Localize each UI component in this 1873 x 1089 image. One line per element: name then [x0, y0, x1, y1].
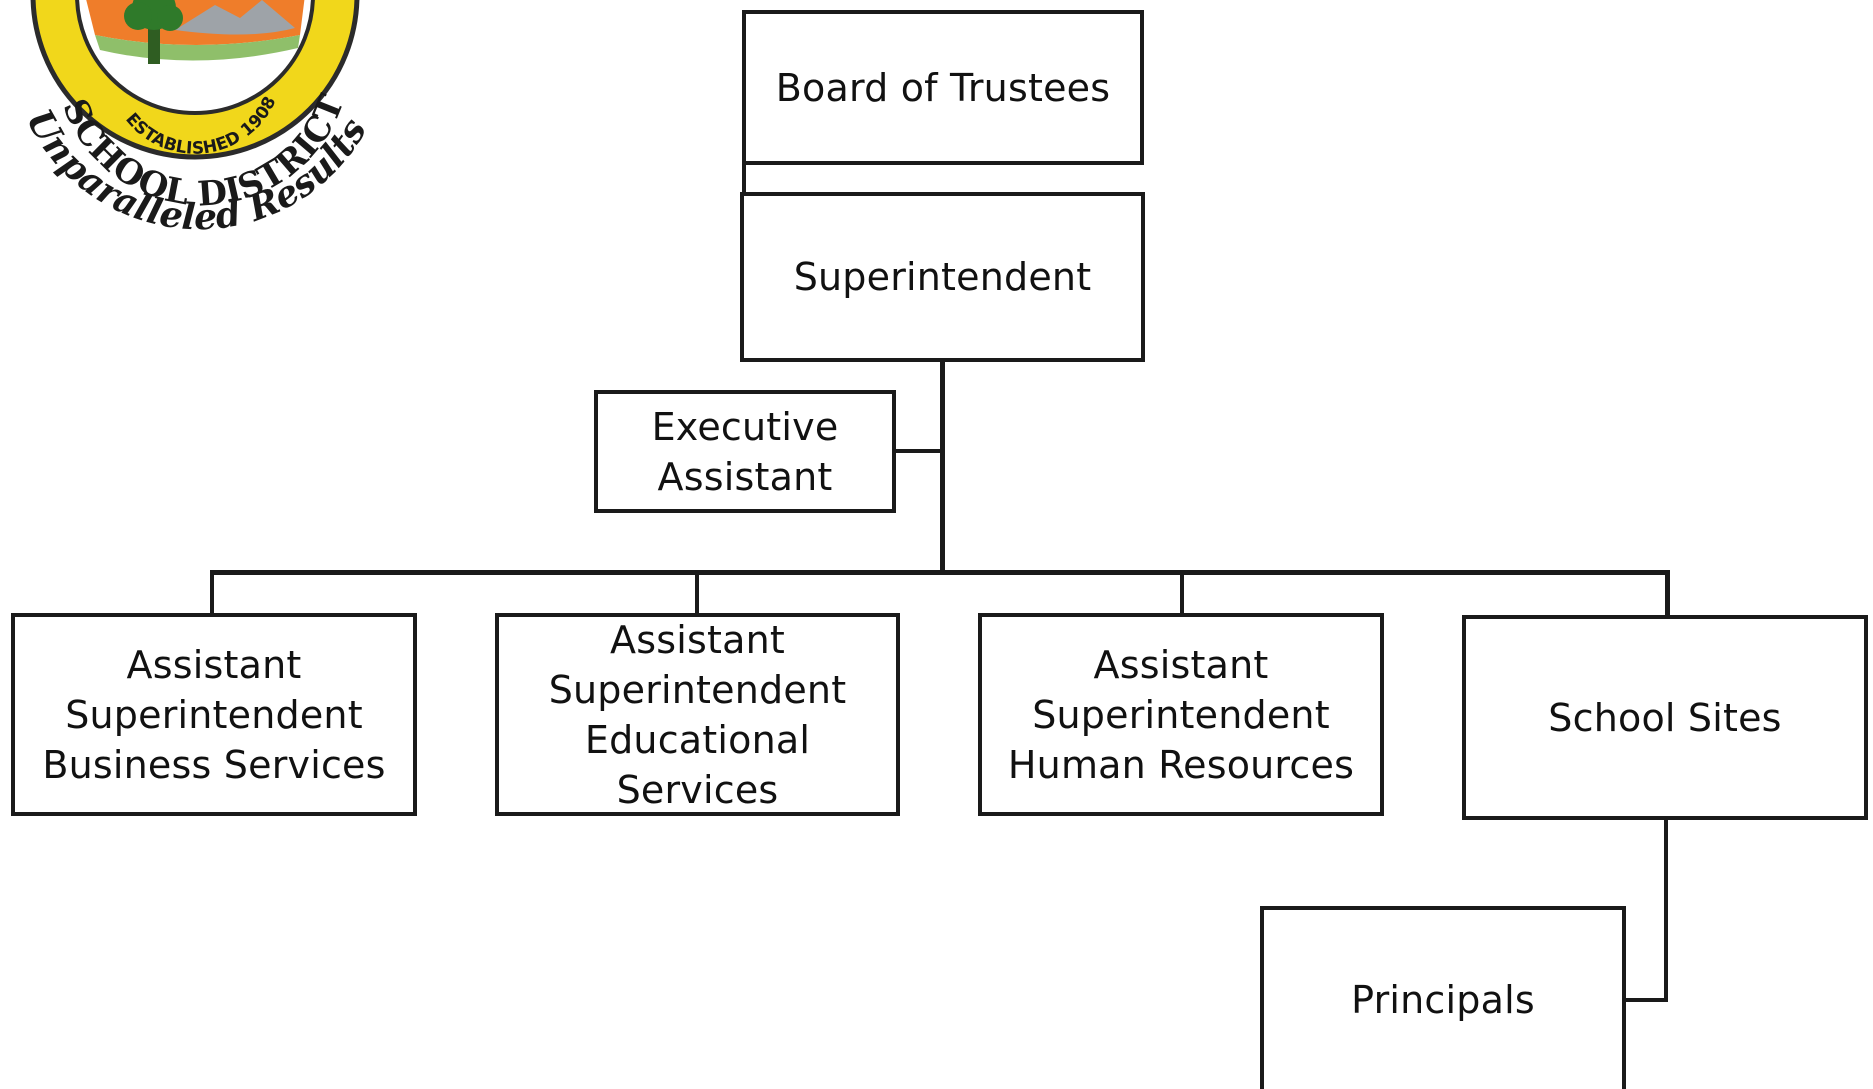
business-label-line-3: Business Services: [42, 742, 386, 787]
principals-box: Principals: [1260, 906, 1626, 1089]
educational-label-line-1: Assistant: [610, 617, 785, 662]
educational-label-line-2: Superintendent: [548, 667, 847, 712]
hr-label-line-1: Assistant: [1093, 642, 1269, 687]
hr-label-line-2: Superintendent: [1032, 692, 1330, 737]
executive-assistant-label-line-2: Assistant: [657, 454, 833, 499]
district-logo: ESTABLISHED 1908 SCHOOL DISTRICT Unparal…: [0, 0, 390, 240]
connector-executive-assistant: [895, 449, 943, 453]
connector-drop-business: [210, 570, 214, 615]
hr-label-line-3: Human Resources: [1007, 742, 1355, 787]
connector-school-sites-down: [1664, 818, 1668, 1002]
district-seal-graphic: ESTABLISHED 1908 SCHOOL DISTRICT Unparal…: [18, 0, 375, 238]
superintendent-box: Superintendent: [740, 192, 1145, 362]
connector-drop-hr: [1180, 570, 1184, 615]
educational-label-line-3: Educational Services: [584, 717, 811, 812]
connector-principals: [1622, 998, 1668, 1002]
executive-assistant-label-line-1: Executive: [651, 404, 839, 449]
connector-superintendent-trunk: [940, 360, 945, 572]
connector-drop-school-sites: [1665, 570, 1670, 615]
assistant-superintendent-business-box: Assistant Superintendent Business Servic…: [11, 613, 417, 816]
board-of-trustees-label: Board of Trustees: [775, 65, 1111, 110]
executive-assistant-box: Executive Assistant: [594, 390, 896, 513]
principals-label: Principals: [1351, 977, 1535, 1022]
business-label-line-2: Superintendent: [65, 692, 363, 737]
board-of-trustees-box: Board of Trustees: [742, 10, 1144, 165]
connector-drop-educational: [695, 570, 699, 615]
assistant-superintendent-educational-box: Assistant Superintendent Educational Ser…: [495, 613, 900, 816]
school-sites-box: School Sites: [1462, 615, 1868, 820]
school-sites-label: School Sites: [1548, 695, 1782, 740]
connector-horizontal-bus: [210, 570, 1670, 575]
connector-board-superintendent: [742, 162, 746, 192]
assistant-superintendent-hr-box: Assistant Superintendent Human Resources: [978, 613, 1384, 816]
business-label-line-1: Assistant: [126, 642, 302, 687]
superintendent-label: Superintendent: [793, 255, 1092, 299]
